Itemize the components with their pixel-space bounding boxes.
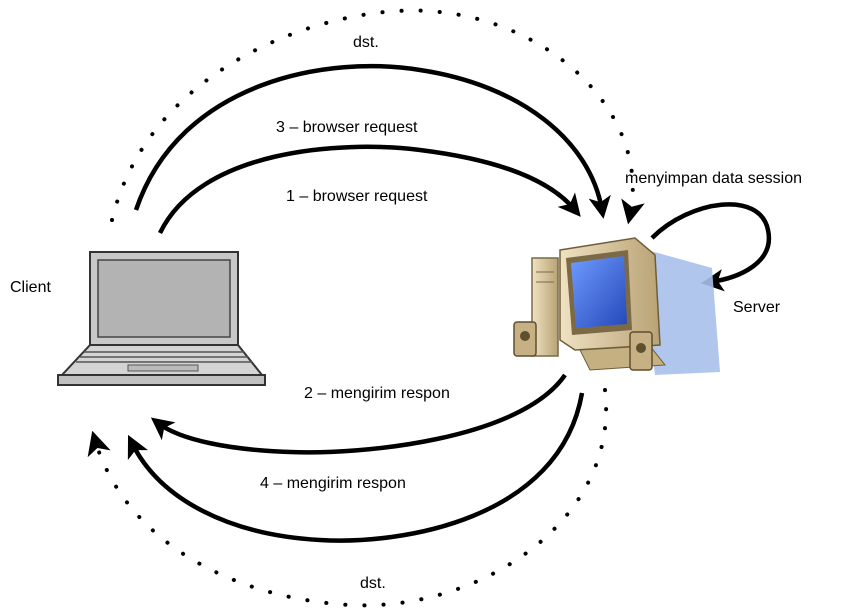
- step-2-label: 2 – mengirim respon: [304, 385, 450, 402]
- step-1-label: 1 – browser request: [286, 188, 428, 205]
- session-label: menyimpan data session: [625, 170, 802, 187]
- client-label: Client: [10, 279, 51, 296]
- arrow-step-3: [133, 63, 611, 219]
- arrow-step-1: [157, 144, 581, 234]
- step-3-label: 3 – browser request: [276, 119, 418, 136]
- arrow-session-loop: [650, 202, 772, 292]
- dotted-loop-bottom: [87, 388, 609, 608]
- laptop-icon: [57, 251, 266, 386]
- arrow-step-4: [127, 392, 585, 543]
- etc-bottom-label: dst.: [360, 575, 386, 592]
- arrow-step-2: [150, 373, 567, 455]
- step-4-label: 4 – mengirim respon: [260, 475, 406, 492]
- server-label: Server: [733, 299, 781, 316]
- etc-top-label: dst.: [353, 34, 379, 51]
- desktop-computer-icon: [513, 237, 720, 375]
